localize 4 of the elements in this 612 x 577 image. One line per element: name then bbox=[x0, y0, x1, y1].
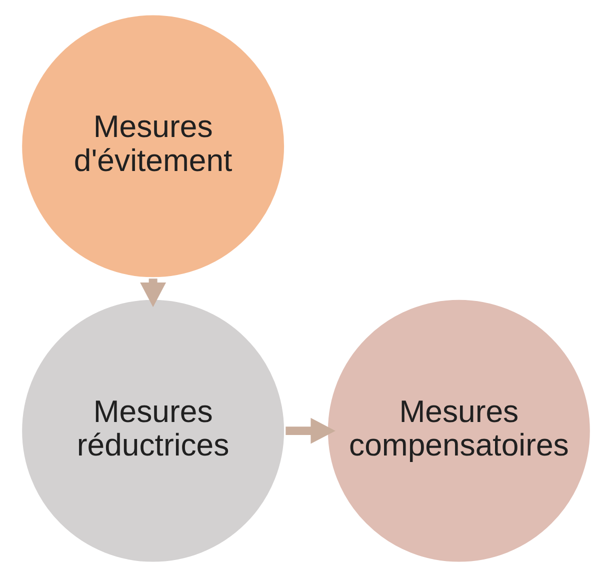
node-circle: Mesures réductrices bbox=[19, 297, 287, 565]
arrow bbox=[286, 418, 336, 444]
node-circle: Mesures compensatoires bbox=[325, 297, 593, 565]
node-circle: Mesures d'évitement bbox=[19, 12, 287, 280]
